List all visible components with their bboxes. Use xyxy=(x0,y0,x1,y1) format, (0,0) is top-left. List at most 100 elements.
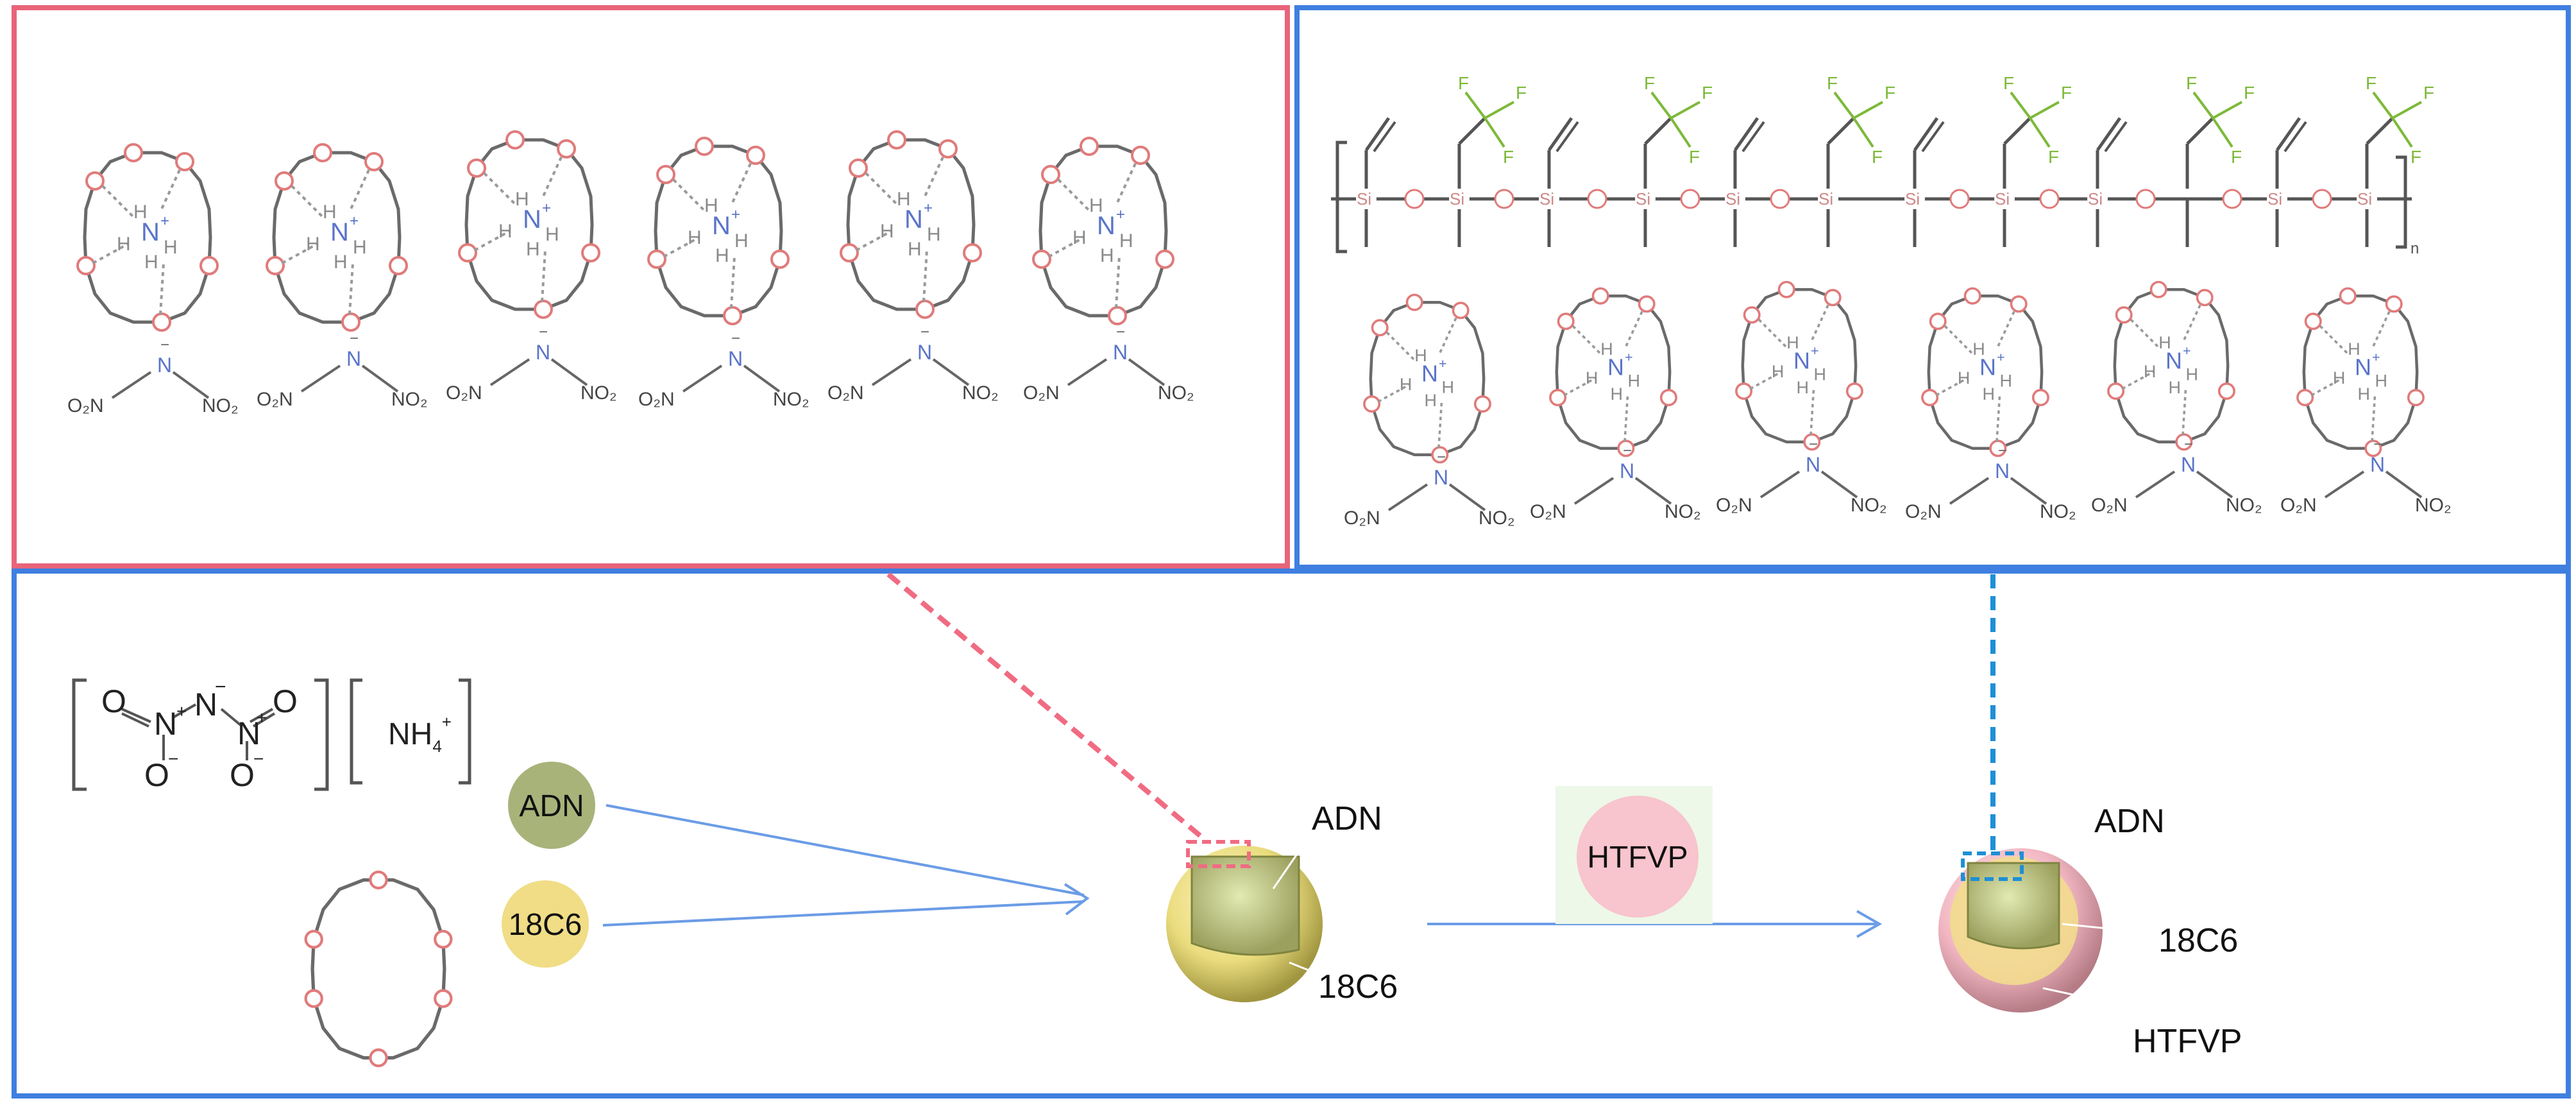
svg-text:Si: Si xyxy=(1636,189,1650,209)
dinitramide-1 xyxy=(66,335,240,418)
si-atom: Si xyxy=(1356,189,1377,209)
o-atom xyxy=(1770,189,1790,209)
trifluoropropyl-group xyxy=(2186,73,2255,189)
crown-complex-8 xyxy=(1550,289,1676,456)
crown-complex-3 xyxy=(459,132,599,318)
si-atom: Si xyxy=(2087,189,2108,209)
top-right-frame xyxy=(1294,5,2571,570)
svg-text:Si: Si xyxy=(1995,189,2010,209)
trifluoropropyl-group xyxy=(2003,73,2072,189)
htfvp-ball-label: HTFVP xyxy=(1587,841,1688,875)
si-atom: Si xyxy=(1725,189,1745,209)
crown-ether-18c6-structure xyxy=(304,870,453,1068)
adn-structural-formula: O N + N − N + O O − O − NH4+ xyxy=(72,676,471,793)
polymer-methyls xyxy=(1364,199,2369,247)
o-atom xyxy=(2312,189,2332,209)
arrowhead-mix xyxy=(1063,883,1090,916)
htfvp-polymer: n Si Si Si Si Si Si Si Si Si Si Si xyxy=(1331,73,2434,257)
dinitramide-8 xyxy=(1529,441,1702,524)
svg-text:Si: Si xyxy=(1357,189,1371,209)
adn-n-right: N xyxy=(237,715,260,751)
adn-18c6-particle: ADN 18C6 xyxy=(1166,800,1398,1005)
dinitramide-4 xyxy=(637,329,811,411)
particle1-core xyxy=(1191,855,1300,956)
trifluoropropyl-group xyxy=(2366,73,2434,189)
top-left-frame xyxy=(12,5,1290,569)
crown-complex-7 xyxy=(1364,295,1490,463)
svg-text:Si: Si xyxy=(1539,189,1554,209)
htfvp-reagent: HTFVP xyxy=(1555,786,1713,924)
adn-o-minus-left-sign: − xyxy=(168,749,178,769)
adn-n-left-plus: + xyxy=(176,701,187,721)
si-atom: Si xyxy=(1994,189,2015,209)
arrow-adn xyxy=(606,804,1085,896)
ammonium-cation: NH4+ xyxy=(388,712,452,756)
adn-ball xyxy=(508,762,595,849)
crown-complex-12 xyxy=(2298,289,2423,456)
particle2-18c6-label: 18C6 xyxy=(2158,922,2238,959)
crown-complex-11 xyxy=(2108,282,2234,450)
dinitramide-6 xyxy=(1022,322,1196,405)
polymer-repeat-n: n xyxy=(2411,240,2419,257)
htfvp-ball xyxy=(1577,796,1699,918)
vinyl-group xyxy=(1915,118,1944,189)
vinyl-group xyxy=(1735,118,1764,189)
adn-n-left: N xyxy=(154,706,177,742)
crown-ball-label: 18C6 xyxy=(509,908,582,942)
dinitramide-2 xyxy=(255,329,429,411)
vinyl-group xyxy=(1366,118,1395,189)
particle1-18c6-pointer xyxy=(1289,961,1322,977)
adn-n-right-plus: + xyxy=(257,708,267,728)
particle1-18c6-label: 18C6 xyxy=(1318,968,1398,1005)
cation-bracket-left xyxy=(350,678,362,785)
svg-text:Si: Si xyxy=(2267,189,2282,209)
adn-n-center: N xyxy=(194,687,217,723)
particle1-adn-label: ADN xyxy=(1312,800,1382,837)
o-atom xyxy=(1587,189,1607,209)
crown-complex-1 xyxy=(78,144,217,330)
o-atom xyxy=(2039,189,2060,209)
crown-complex-4 xyxy=(648,138,788,324)
si-atom: Si xyxy=(1635,189,1656,209)
crown-reagent: 18C6 xyxy=(502,880,589,968)
vinyl-group xyxy=(1549,118,1578,189)
adn-reagent: ADN xyxy=(508,762,595,849)
si-atom: Si xyxy=(1818,189,1838,209)
adn-ball-label: ADN xyxy=(519,789,584,823)
zoom-line-pink xyxy=(886,572,1208,843)
o-atom xyxy=(2135,189,2156,209)
si-atom: Si xyxy=(2357,189,2377,209)
crown-complex-2 xyxy=(267,144,407,330)
crown-ball xyxy=(502,880,589,968)
dinitramide-3 xyxy=(445,322,618,405)
anion-bracket-left xyxy=(72,678,87,791)
particle2-core xyxy=(1967,862,2060,950)
cation-bracket-right xyxy=(459,678,471,785)
vinyl-group xyxy=(2097,118,2126,189)
adn-o-minus-right-sign: − xyxy=(253,749,264,769)
top-left-complexes xyxy=(78,132,1173,330)
particle2-htfvp-pointer xyxy=(2042,987,2117,1005)
si-atom: Si xyxy=(1904,189,1925,209)
polymer-atoms: Si Si Si Si Si Si Si Si Si Si Si xyxy=(1356,189,2377,209)
o-atom xyxy=(1949,189,1970,209)
top-right-complexes xyxy=(1364,282,2423,463)
particle2-htfvp-label: HTFVP xyxy=(2133,1023,2242,1060)
top-right-anions xyxy=(1343,434,2453,530)
arrowhead-coating xyxy=(1856,910,1883,938)
polymer-right-bracket xyxy=(2396,155,2407,249)
svg-text:Si: Si xyxy=(1905,189,1920,209)
si-atom: Si xyxy=(1539,189,1559,209)
dinitramide-7 xyxy=(1343,447,1516,530)
vinyl-group xyxy=(2277,118,2306,189)
bottom-frame xyxy=(12,569,2571,1099)
particle2-adn-label: ADN xyxy=(2094,803,2165,840)
top-left-anions xyxy=(66,322,1196,418)
si-atom: Si xyxy=(1449,189,1470,209)
trifluoropropyl-group xyxy=(1458,73,1527,189)
o-atom xyxy=(1494,189,1514,209)
anion-bracket-right xyxy=(314,678,329,791)
dinitramide-10 xyxy=(1904,441,2078,524)
crown-complex-6 xyxy=(1033,138,1173,324)
